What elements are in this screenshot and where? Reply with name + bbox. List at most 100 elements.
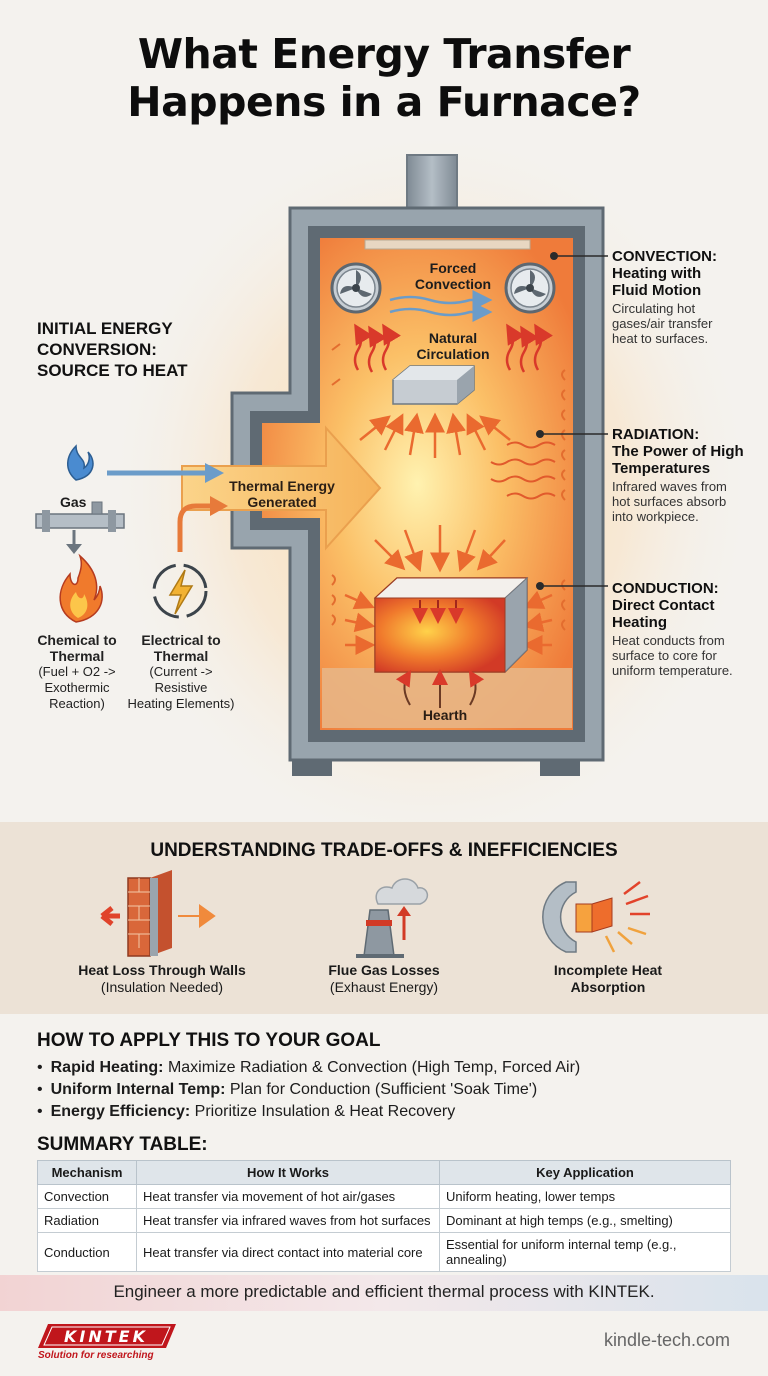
thermal-label-line1: Thermal Energy [229, 478, 335, 494]
tradeoff-flue: Flue Gas Losses (Exhaust Energy) [284, 962, 484, 996]
goal-label: Uniform Internal Temp: [50, 1081, 226, 1098]
thermal-label-line2: Generated [247, 494, 317, 510]
thermal-energy-arrow [181, 425, 382, 551]
chemical-desc-1: (Fuel + O2 -> [38, 664, 116, 679]
brand-subtitle: Solution for researching [38, 1350, 154, 1361]
heat-absorption-icon [542, 881, 650, 953]
callout-dot-radiation [536, 430, 544, 438]
forced-label-line1: Forced [429, 260, 477, 276]
footer-tagline: Engineer a more predictable and efficien… [113, 1282, 655, 1301]
tradeoff-icons [100, 870, 650, 958]
upper-workpiece [392, 365, 475, 405]
radiation-arrows-lower [344, 525, 553, 655]
radiation-arrows-upper [359, 412, 511, 458]
natural-circulation-arrows [353, 323, 554, 373]
page-title: What Energy Transfer Happens in a Furnac… [0, 30, 768, 126]
tradeoff-absorption: Incomplete Heat Absorption [508, 962, 708, 996]
tradeoff-walls: Heat Loss Through Walls (Insulation Need… [62, 962, 262, 996]
table-cell: Uniform heating, lower temps [439, 1184, 731, 1209]
forced-label-line2: Convection [414, 276, 492, 292]
fan-right-icon [504, 262, 556, 314]
callout-dot-conduction [536, 582, 544, 590]
goal-item: Energy Efficiency: Prioritize Insulation… [37, 1101, 580, 1123]
chemical-title-2: Thermal [49, 648, 105, 664]
convection-desc-3: heat to surfaces. [612, 331, 709, 346]
convection-desc-1: Circulating hot [612, 301, 696, 316]
convection-subheading-1: Heating with [612, 265, 702, 282]
conduction-subheading-1: Direct Contact [612, 597, 715, 614]
goal-label: Energy Efficiency: [50, 1103, 191, 1120]
table-header-cell: Mechanism [37, 1160, 137, 1185]
table-cell: Dominant at high temps (e.g., smelting) [439, 1208, 731, 1233]
goal-text: Plan for Conduction (Sufficient 'Soak Ti… [225, 1081, 538, 1098]
natural-label-line2: Circulation [416, 346, 490, 362]
table-row: Conduction Heat transfer via direct cont… [37, 1232, 731, 1272]
infrared-waves [490, 441, 556, 500]
radiation-callout: RADIATION: The Power of High Temperature… [612, 426, 762, 524]
gas-pipe-icon [35, 501, 125, 554]
table-row: Convection Heat transfer via movement of… [37, 1184, 731, 1209]
table-cell: Heat transfer via direct contact into ma… [136, 1232, 440, 1272]
table-header-cell: How It Works [136, 1160, 440, 1185]
table-cell: Convection [37, 1184, 137, 1209]
table-cell: Conduction [37, 1232, 137, 1272]
title-line-1: What Energy Transfer [137, 30, 631, 78]
initial-conversion-heading: INITIAL ENERGY CONVERSION: SOURCE TO HEA… [37, 318, 188, 381]
callout-dot-convection [550, 252, 558, 260]
conduction-heading: CONDUCTION: [612, 580, 719, 597]
gas-flame-icon [67, 444, 94, 481]
kintek-logo: KINTEK [38, 1324, 176, 1348]
table-cell: Heat transfer via infrared waves from ho… [136, 1208, 440, 1233]
electrical-flow-arrow [177, 496, 228, 552]
electrical-title-1: Electrical to [141, 632, 221, 648]
table-cell: Essential for uniform internal temp (e.g… [439, 1232, 731, 1272]
brick-wall-icon [100, 870, 216, 957]
goal-label: Rapid Heating: [50, 1059, 164, 1076]
summary-title: SUMMARY TABLE: [37, 1134, 208, 1155]
chemical-to-thermal: Chemical to Thermal (Fuel + O2 -> Exothe… [22, 632, 132, 712]
flue-stack-icon [356, 878, 429, 958]
conduction-desc-2: surface to core for [612, 648, 717, 663]
conduction-desc-3: uniform temperature. [612, 663, 733, 678]
heated-workpiece [373, 576, 529, 674]
chemical-desc-3: Reaction) [49, 696, 105, 711]
heating-elements-left [331, 343, 341, 626]
goal-text: Prioritize Insulation & Heat Recovery [190, 1103, 456, 1120]
tradeoff-walls-note: (Insulation Needed) [100, 979, 224, 995]
table-row: Radiation Heat transfer via infrared wav… [37, 1208, 731, 1233]
top-heater [364, 239, 531, 250]
lightning-icon [152, 563, 208, 619]
radiation-desc-1: Infrared waves from [612, 479, 727, 494]
gas-flow-arrow [107, 463, 224, 483]
electrical-desc-2: Resistive [154, 680, 208, 695]
conduction-desc-1: Heat conducts from [612, 633, 725, 648]
fan-left-icon [330, 262, 382, 314]
tradeoff-flue-title: Flue Gas Losses [328, 962, 440, 978]
forced-airflow-icon [389, 290, 493, 322]
footer-band [0, 1275, 768, 1311]
table-header-cell: Key Application [439, 1160, 731, 1185]
conduction-arrows-inside [412, 600, 464, 624]
radiation-subheading-2: Temperatures [612, 460, 711, 477]
table-header-row: Mechanism How It Works Key Application [37, 1160, 731, 1185]
convection-desc-2: gases/air transfer [612, 316, 713, 331]
natural-circulation-label: Natural Circulation [398, 330, 508, 362]
forced-convection-label: Forced Convection [398, 260, 508, 292]
goals-title: HOW TO APPLY THIS TO YOUR GOAL [37, 1030, 381, 1051]
hearth-label: Hearth [422, 707, 468, 723]
radiation-subheading-1: The Power of High [612, 443, 744, 460]
conduction-callout: CONDUCTION: Direct Contact Heating Heat … [612, 580, 762, 678]
site-url[interactable]: kindle-tech.com [603, 1330, 730, 1350]
electrical-desc-3: Heating Elements) [127, 696, 235, 711]
table-cell: Heat transfer via movement of hot air/ga… [136, 1184, 440, 1209]
conduction-subheading-2: Heating [612, 614, 668, 631]
gas-label: Gas [60, 494, 87, 510]
convection-subheading-2: Fluid Motion [612, 282, 702, 299]
tradeoff-flue-note: (Exhaust Energy) [329, 979, 439, 995]
thermal-energy-label: Thermal Energy Generated [212, 478, 352, 510]
table-cell: Radiation [37, 1208, 137, 1233]
furnace-leg-left [292, 760, 332, 776]
radiation-desc-2: hot surfaces absorb [612, 494, 727, 509]
chemical-title-1: Chemical to [37, 632, 117, 648]
